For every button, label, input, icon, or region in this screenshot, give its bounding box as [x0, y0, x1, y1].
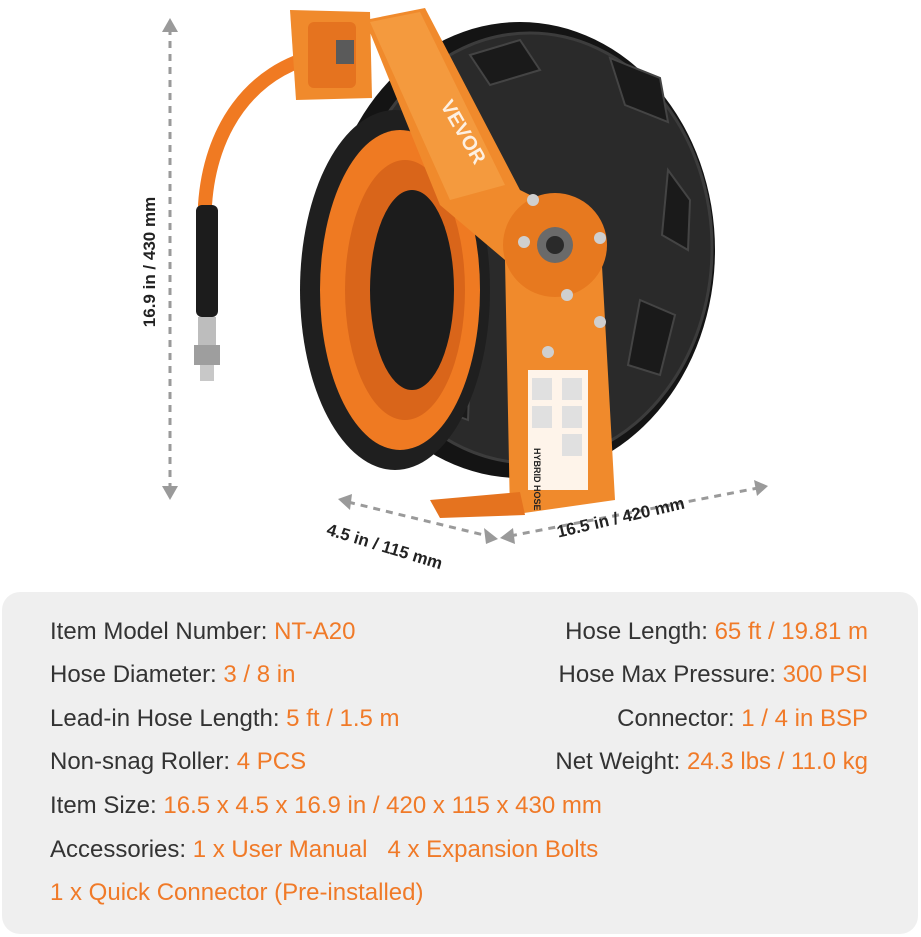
- spec-connector: Connector: 1 / 4 in BSP: [617, 704, 868, 734]
- spec-lead-in: Lead-in Hose Length: 5 ft / 1.5 m: [50, 704, 400, 734]
- spec-accessories-continued: 1 x Quick Connector (Pre-installed): [50, 878, 423, 908]
- spec-model: Item Model Number: NT-A20: [50, 617, 355, 647]
- spec-roller: Non-snag Roller: 4 PCS: [50, 747, 306, 777]
- spec-label: Connector:: [617, 705, 742, 732]
- spec-net-weight: Net Weight: 24.3 lbs / 11.0 kg: [555, 747, 868, 777]
- spec-value: NT-A20: [274, 618, 356, 645]
- spec-label: Hose Diameter:: [50, 661, 224, 688]
- spec-value: 1 x Quick Connector (Pre-installed): [50, 879, 424, 906]
- height-dimension-label: 16.9 in / 430 mm: [140, 196, 159, 328]
- spec-value: 5 ft / 1.5 m: [286, 705, 400, 732]
- spec-value: 24.3 lbs / 11.0 kg: [686, 748, 868, 775]
- spec-label: Hose Length:: [565, 618, 715, 645]
- spec-hose-diameter: Hose Diameter: 3 / 8 in: [50, 660, 295, 690]
- spec-value: 16.5 x 4.5 x 16.9 in / 420 x 115 x 430 m…: [163, 792, 602, 819]
- spec-value: 300 PSI: [782, 661, 868, 688]
- spec-value: 3 / 8 in: [223, 661, 296, 688]
- swivel-joint: [290, 10, 372, 100]
- spec-label: Item Size:: [50, 792, 164, 819]
- spec-label: Lead-in Hose Length:: [50, 705, 287, 732]
- spec-value: 1 x User Manual 4 x Expansion Bolts: [192, 836, 599, 863]
- mounting-frame: [365, 8, 615, 518]
- product-image-area: VEVOR HYBRID HOSE 16.9 in / 430 mm 4.5 i…: [140, 8, 768, 573]
- spec-label: Net Weight:: [555, 748, 687, 775]
- reel-front-flange: [300, 110, 490, 470]
- depth-dimension-line: [338, 494, 498, 544]
- hose-reel-illustration: VEVOR HYBRID HOSE: [162, 8, 768, 544]
- spec-value: 4 PCS: [236, 748, 307, 775]
- hose-sleeve: [196, 205, 218, 317]
- spec-value: 1 / 4 in BSP: [741, 705, 868, 732]
- height-dimension-line: [162, 18, 178, 500]
- quick-connector: [198, 317, 216, 345]
- spec-label: Accessories:: [50, 836, 193, 863]
- spec-value: 65 ft / 19.81 m: [714, 618, 868, 645]
- spec-panel: Item Model Number: NT-A20 Hose Length: 6…: [2, 592, 918, 934]
- spec-label: Item Model Number:: [50, 618, 275, 645]
- spec-accessories: Accessories: 1 x User Manual 4 x Expansi…: [50, 835, 598, 865]
- lead-in-hose: [194, 48, 327, 381]
- spec-label: Hose Max Pressure:: [558, 661, 783, 688]
- spec-label: Non-snag Roller:: [50, 748, 237, 775]
- hybrid-hose-label: HYBRID HOSE: [532, 448, 542, 511]
- width-dimension-line: [500, 480, 768, 544]
- spec-max-pressure: Hose Max Pressure: 300 PSI: [559, 660, 868, 690]
- spec-hose-length: Hose Length: 65 ft / 19.81 m: [565, 617, 868, 647]
- spec-item-size: Item Size: 16.5 x 4.5 x 16.9 in / 420 x …: [50, 791, 602, 821]
